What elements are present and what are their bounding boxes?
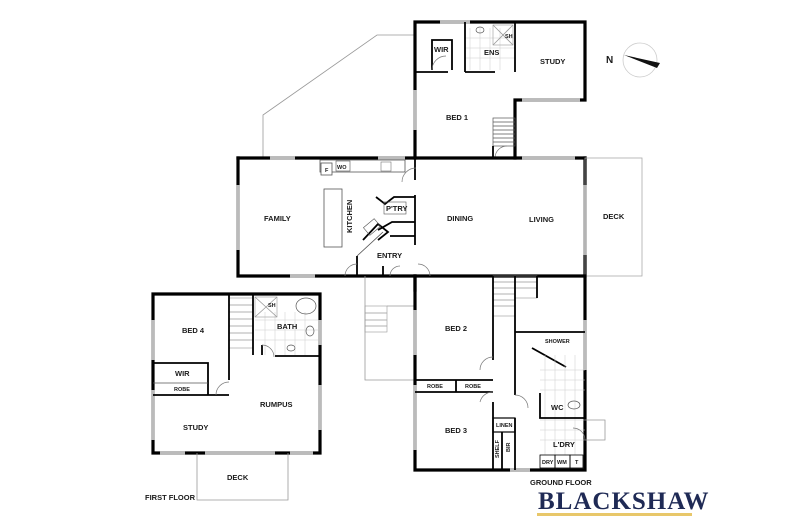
- label-bath: BATH: [277, 322, 297, 331]
- label-dry: DRY: [542, 460, 554, 466]
- north-arrow-icon: N: [606, 42, 660, 78]
- label-ens: ENS: [484, 48, 499, 57]
- label-study-first: STUDY: [183, 423, 208, 432]
- label-deck: DECK: [603, 212, 625, 221]
- label-bed3: BED 3: [445, 426, 467, 435]
- label-robe-first: ROBE: [174, 387, 190, 393]
- brand-underline: [537, 513, 692, 516]
- label-family: FAMILY: [264, 214, 291, 223]
- room-labels: WIR ENS SH STUDY BED 1 F WO FAMILY KITCH…: [145, 34, 625, 502]
- first-floor-deck: [196, 453, 289, 501]
- first-floor-plan: [151, 292, 322, 501]
- label-tub: T: [575, 460, 579, 466]
- label-shelf: SHELF: [495, 439, 501, 458]
- label-rumpus: RUMPUS: [260, 400, 293, 409]
- label-bed4: BED 4: [182, 326, 205, 335]
- label-deck-first: DECK: [227, 473, 249, 482]
- label-fridge: F: [325, 168, 329, 174]
- bath-tiles: [255, 312, 318, 355]
- label-sh-ens: SH: [505, 34, 513, 40]
- label-wir: WIR: [434, 45, 449, 54]
- roof-outline: [262, 34, 415, 157]
- deck-area: [584, 157, 643, 277]
- label-ldry: L'DRY: [553, 440, 575, 449]
- label-wir-first: WIR: [175, 369, 190, 378]
- label-wo: WO: [337, 165, 347, 171]
- porch-steps: [364, 276, 415, 381]
- label-robe-1: ROBE: [427, 384, 443, 390]
- label-bir: BIR: [506, 443, 512, 453]
- label-dining: DINING: [447, 214, 473, 223]
- ensuite-tiles: [466, 28, 515, 70]
- kitchen-island: [323, 188, 343, 248]
- label-bed2: BED 2: [445, 324, 467, 333]
- wet-area-tiles: [540, 355, 585, 455]
- ground-floor-plan: [236, 20, 643, 472]
- label-wc: WC: [551, 403, 564, 412]
- label-kitchen: KITCHEN: [345, 200, 354, 233]
- stairs-first: [228, 297, 254, 349]
- label-pantry: P'TRY: [386, 204, 408, 213]
- ground-floor-title: GROUND FLOOR: [530, 478, 592, 487]
- label-sh: SH: [268, 303, 276, 309]
- first-floor-title: FIRST FLOOR: [145, 493, 196, 502]
- brand-logo: BLACKSHAW: [538, 488, 710, 515]
- label-wm: WM: [557, 460, 567, 466]
- label-linen: LINEN: [496, 423, 513, 429]
- label-shower: SHOWER: [545, 339, 570, 345]
- stairs-bed1: [492, 117, 516, 147]
- compass-label: N: [606, 55, 613, 66]
- lower-wing-wall: [413, 274, 587, 472]
- label-study: STUDY: [540, 57, 565, 66]
- label-robe-2: ROBE: [465, 384, 481, 390]
- bed1-block-wall: [413, 20, 587, 160]
- label-bed1: BED 1: [446, 113, 468, 122]
- label-entry: ENTRY: [377, 251, 402, 260]
- label-living: LIVING: [529, 215, 554, 224]
